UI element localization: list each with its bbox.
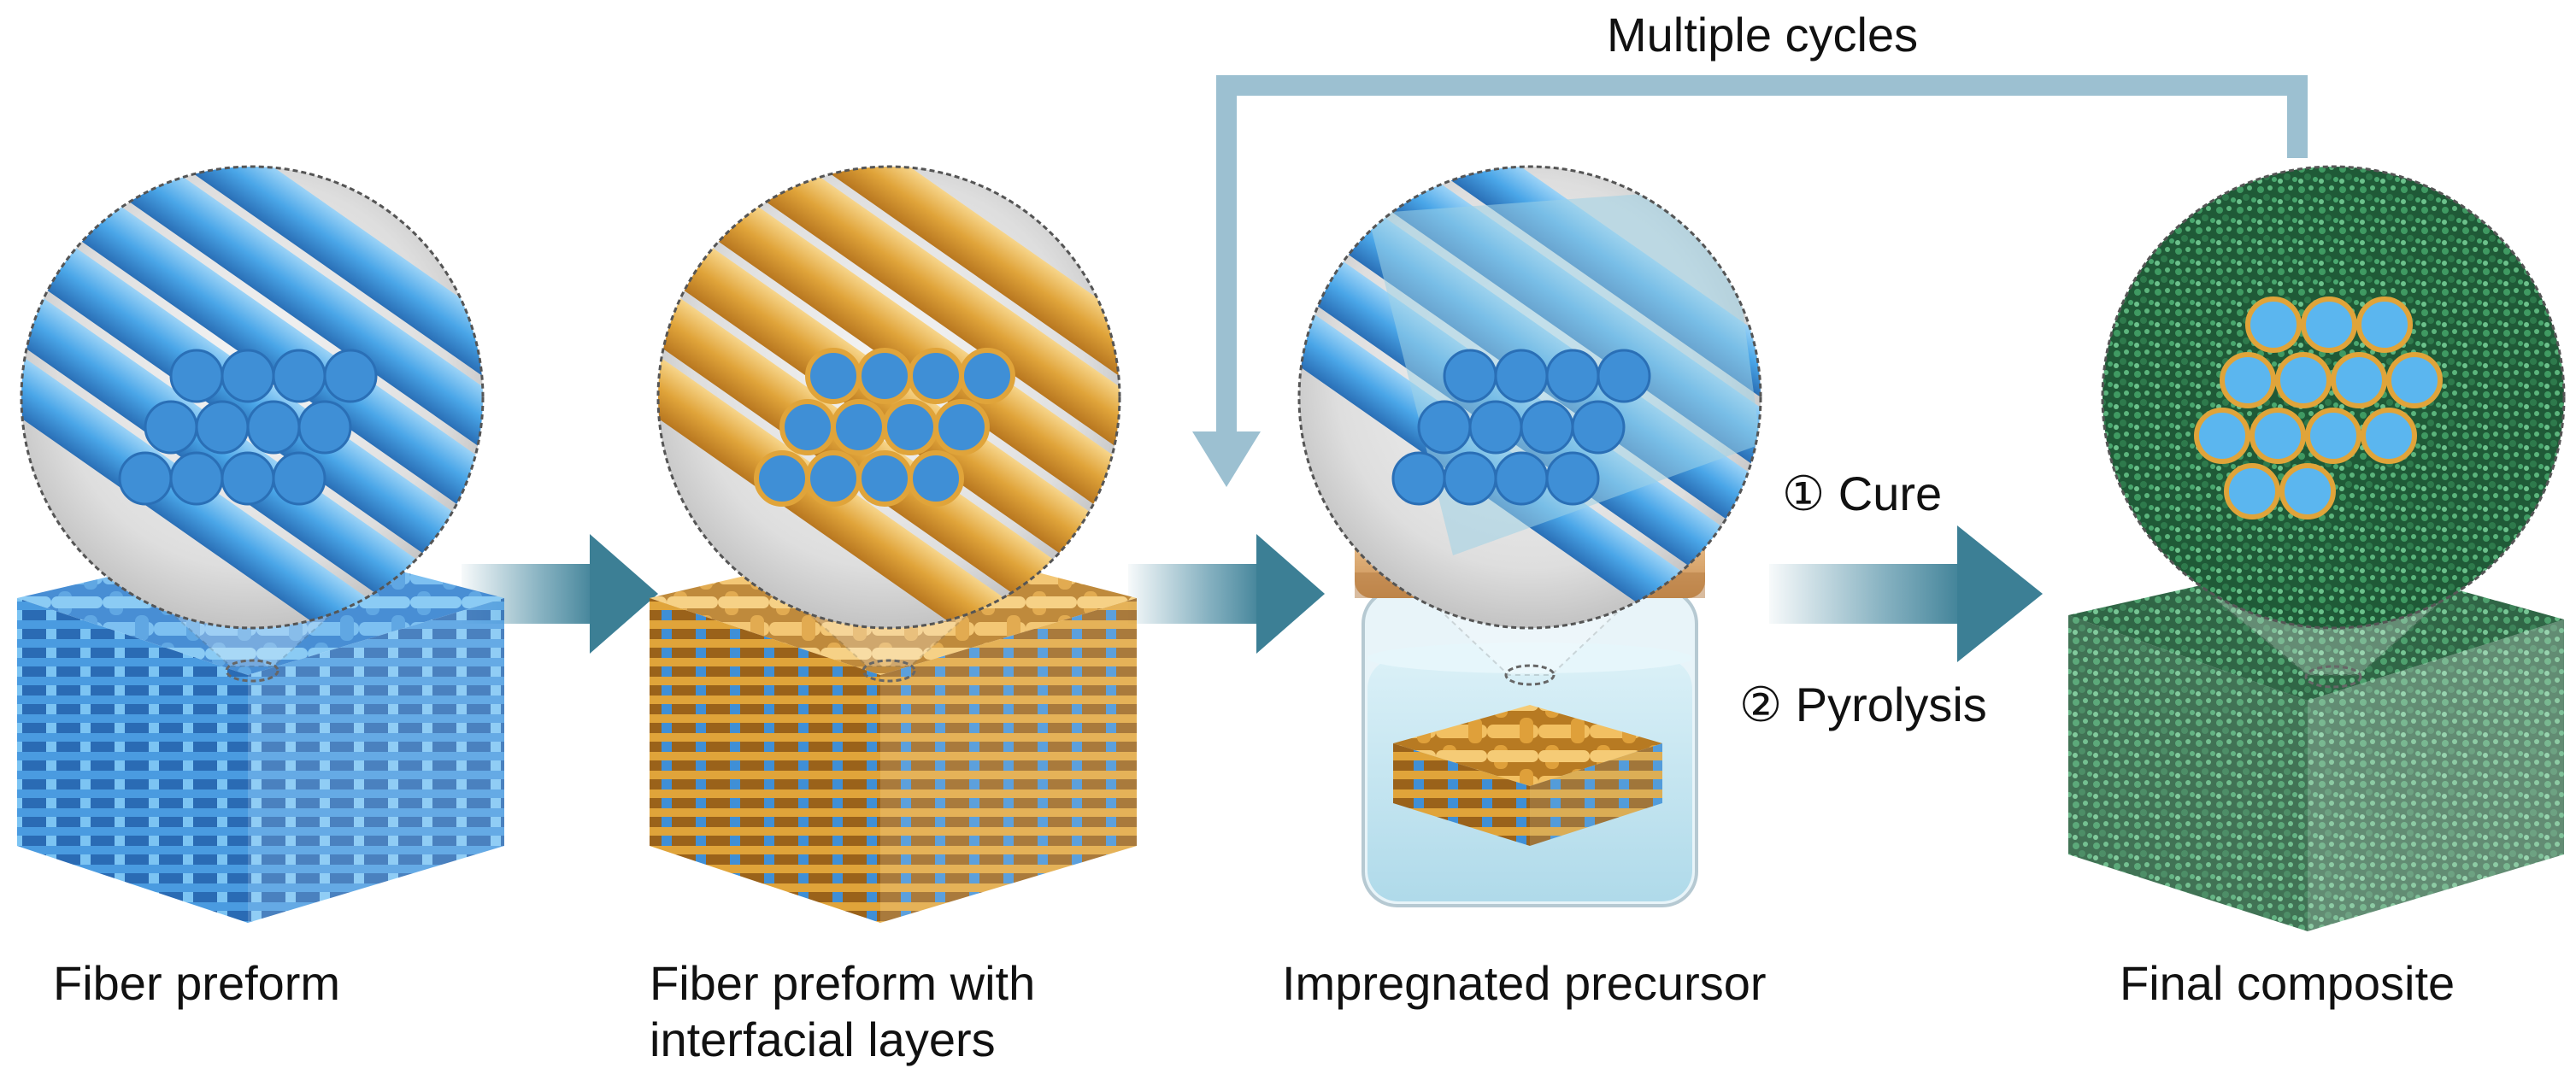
fiber-zoom-lens — [20, 165, 485, 630]
multiple-cycles-label: Multiple cycles — [1607, 8, 1919, 62]
zoom-spot-2 — [862, 659, 916, 683]
submerged-preform — [1393, 705, 1662, 846]
process-step-cure: ① Cure — [1782, 467, 1943, 520]
composite-zoom-lens — [2101, 165, 2566, 630]
stage-label-final-composite: Final composite — [2120, 956, 2455, 1010]
zoom-spot-3 — [1504, 664, 1556, 686]
cycle-loop-line — [1216, 75, 2308, 453]
cycle-loop-arrowhead — [1192, 431, 1261, 487]
impregnated-zoom-lens — [1297, 165, 1762, 630]
zoom-spot-4 — [2304, 665, 2362, 689]
zoom-spot-1 — [225, 659, 279, 683]
coated-fiber-zoom-lens — [656, 165, 1121, 630]
process-step-pyrolysis: ② Pyrolysis — [1739, 678, 1987, 731]
arrow-3 — [1769, 525, 2043, 662]
stage-label-impregnated-precursor: Impregnated precursor — [1282, 956, 1767, 1010]
stage-label-interfacial-layers: Fiber preform with interfacial layers — [650, 956, 1036, 1066]
stage-label-fiber-preform: Fiber preform — [53, 956, 341, 1010]
arrow-2 — [1128, 534, 1325, 654]
